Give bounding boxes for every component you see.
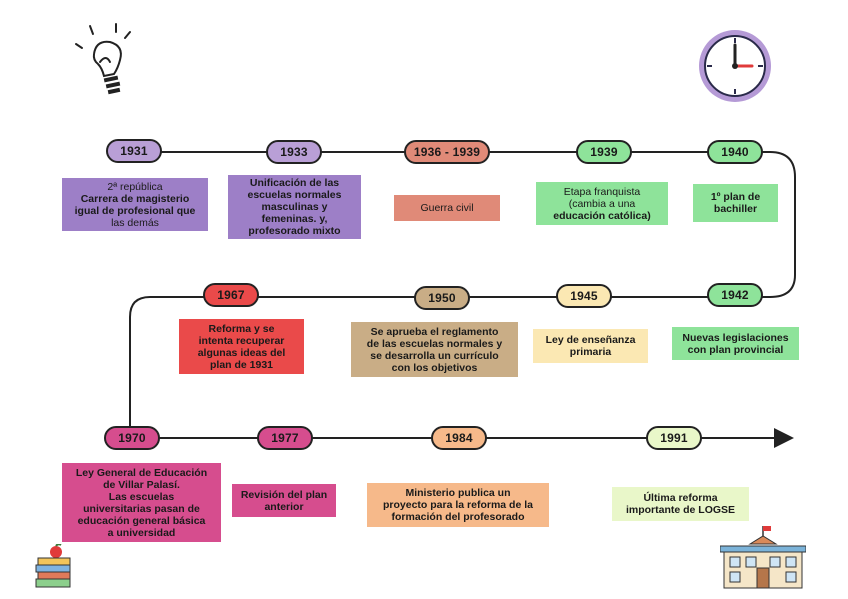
box-1939-line1: Etapa franquista xyxy=(563,185,641,198)
node-1942: 1942 xyxy=(707,283,763,307)
box-1950: Se aprueba el reglamento de las escuelas… xyxy=(351,322,518,377)
box-1940-line2: bachiller xyxy=(713,203,758,215)
box-1945: Ley de enseñanza primaria xyxy=(533,329,648,363)
box-1950-line1: Se aprueba el reglamento xyxy=(370,325,499,338)
box-1970-line1: Ley General de Educación xyxy=(75,466,208,479)
node-1931: 1931 xyxy=(106,139,162,163)
box-1933-line1: Unificación de las xyxy=(249,177,340,189)
books-icon xyxy=(35,544,71,588)
box-1931: 2ª república Carrera de magisterio igual… xyxy=(62,178,208,231)
timeline-path xyxy=(129,151,796,448)
box-1950-line2: de las escuelas normales y xyxy=(366,337,503,350)
box-1967-line2: intenta recuperar xyxy=(198,334,285,347)
box-1942: Nuevas legislaciones con plan provincial xyxy=(672,327,799,360)
box-1984-line3: formación del profesorado xyxy=(391,511,525,523)
box-1939-line3: educación católica) xyxy=(553,209,651,222)
box-1991-line1: Última reforma xyxy=(643,492,718,504)
box-1970-line2: de Villar Palasí. xyxy=(103,478,180,491)
box-1970-line4: universitarias pasan de xyxy=(83,502,200,515)
box-1977-line1: Revisión del plan xyxy=(240,488,328,501)
box-1939-line2: (cambia a una xyxy=(568,197,636,210)
school-icon xyxy=(720,526,806,589)
node-1984: 1984 xyxy=(431,426,487,450)
box-1933-line3: masculinas y xyxy=(261,201,328,213)
node-1967: 1967 xyxy=(203,283,259,307)
box-1950-line3: se desarrolla un currículo xyxy=(370,349,499,362)
box-1970-line6: a universidad xyxy=(107,526,176,539)
box-1931-line2: Carrera de magisterio xyxy=(80,192,190,205)
box-1970-line5: educación general básica xyxy=(77,514,206,527)
box-1942-line1: Nuevas legislaciones xyxy=(682,331,789,344)
box-1967: Reforma y se intenta recuperar algunas i… xyxy=(179,319,304,374)
box-1933-line2: escuelas normales xyxy=(247,189,342,201)
node-1936-1939: 1936 - 1939 xyxy=(404,140,490,164)
box-1942-line2: con plan provincial xyxy=(687,343,784,356)
box-1950-line4: con los objetivos xyxy=(391,361,478,374)
box-1991: Última reforma importante de LOGSE xyxy=(612,487,749,521)
node-1970: 1970 xyxy=(104,426,160,450)
box-1931-line4: las demás xyxy=(111,216,159,229)
box-1967-line3: algunas ideas del xyxy=(197,346,286,359)
node-1939: 1939 xyxy=(576,140,632,164)
lightbulb-icon xyxy=(75,23,131,95)
box-1945-line1: Ley de enseñanza xyxy=(545,334,636,346)
box-1970-line3: Las escuelas xyxy=(108,490,175,503)
box-1936-line1: Guerra civil xyxy=(420,202,474,214)
box-1931-line1: 2ª república xyxy=(107,180,163,193)
node-1940: 1940 xyxy=(707,140,763,164)
node-1950: 1950 xyxy=(414,286,470,310)
box-1931-line3: igual de profesional que xyxy=(74,204,196,217)
box-1936-1939: Guerra civil xyxy=(394,195,500,221)
node-1991: 1991 xyxy=(646,426,702,450)
box-1967-line4: plan de 1931 xyxy=(209,358,274,371)
box-1933-line5: profesorado mixto xyxy=(248,225,341,237)
box-1984-line1: Ministerio publica un xyxy=(405,487,511,499)
box-1977-line2: anterior xyxy=(264,500,304,513)
box-1940: 1º plan de bachiller xyxy=(693,184,778,222)
clock-icon xyxy=(699,30,771,102)
box-1967-line1: Reforma y se xyxy=(208,322,275,335)
box-1945-line2: primaria xyxy=(569,346,612,358)
node-1933: 1933 xyxy=(266,140,322,164)
box-1984-line2: proyecto para la reforma de la xyxy=(383,499,533,511)
node-1977: 1977 xyxy=(257,426,313,450)
box-1991-line2: importante de LOGSE xyxy=(625,504,736,516)
box-1933: Unificación de las escuelas normales mas… xyxy=(228,175,361,239)
box-1984: Ministerio publica un proyecto para la r… xyxy=(367,483,549,527)
box-1970: Ley General de Educación de Villar Palas… xyxy=(62,463,221,542)
node-1945: 1945 xyxy=(556,284,612,308)
box-1933-line4: femeninas. y, xyxy=(261,213,328,225)
box-1940-line1: 1º plan de xyxy=(710,191,761,203)
box-1977: Revisión del plan anterior xyxy=(232,484,336,517)
box-1939: Etapa franquista (cambia a una educación… xyxy=(536,182,668,225)
